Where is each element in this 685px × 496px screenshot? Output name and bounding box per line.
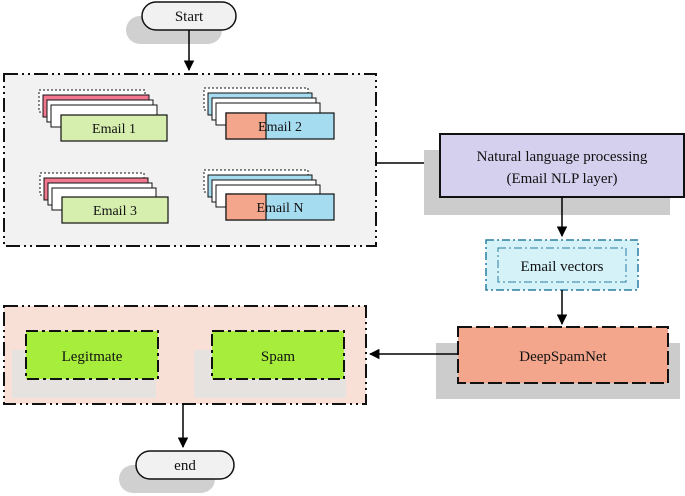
deepspamnet-label: DeepSpamNet (519, 349, 607, 365)
nlp-title: Natural language processing (477, 149, 648, 165)
email-1-label: Email 1 (92, 122, 136, 137)
email-1-stack: Email 1 (38, 89, 168, 142)
email-vectors-label: Email vectors (521, 259, 604, 275)
email-2-stack: Email 2 (203, 87, 335, 140)
end-node: end (119, 450, 235, 493)
email-2-label: Email 2 (258, 120, 302, 135)
email-n-label: Email N (256, 201, 303, 216)
end-label: end (174, 458, 196, 474)
email-3-stack: Email 3 (39, 172, 169, 224)
email-vectors-block: Email vectors (485, 239, 639, 291)
start-label: Start (175, 9, 204, 25)
email-3-label: Email 3 (93, 204, 137, 219)
nlp-subtitle: (Email NLP layer) (506, 171, 617, 187)
start-node: Start (126, 1, 237, 44)
nlp-block: Natural language processing (Email NLP l… (424, 133, 685, 215)
spam-node: Spam (211, 330, 345, 380)
emails-container: Email 1 Email 2 Email 3 (3, 73, 377, 247)
deepspamnet-block: DeepSpamNet (436, 326, 680, 399)
legitimate-node: Legitmate (25, 330, 159, 380)
results-container: Legitmate Spam (3, 305, 367, 405)
legitimate-label: Legitmate (62, 349, 123, 365)
spam-label: Spam (261, 349, 296, 365)
email-n-stack: Email N (203, 169, 335, 221)
